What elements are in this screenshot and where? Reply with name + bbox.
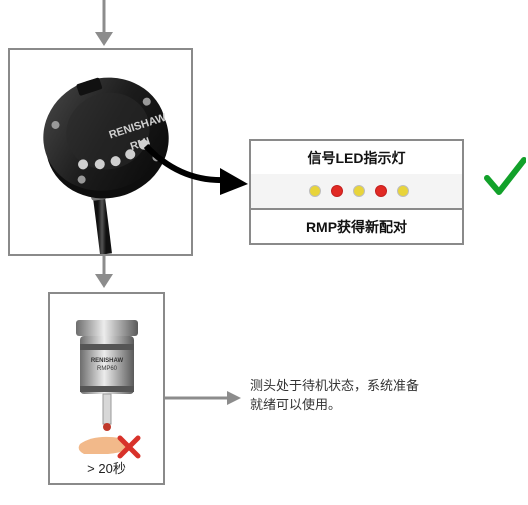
checkmark-icon: [484, 157, 526, 195]
standby-line-1: 测头处于待机状态，系统准备: [250, 378, 420, 393]
led-indicator: [397, 185, 409, 197]
probe-frame: RENISHAW RMP60 > 20秒: [48, 292, 165, 485]
flow-arrow-top: [95, 0, 113, 46]
led-indicator: [353, 185, 365, 197]
probe-model-text: RMP60: [97, 366, 118, 372]
led-indicator: [331, 185, 343, 197]
probe-illustration: RENISHAW RMP60: [76, 320, 138, 454]
receiver-frame: RENISHAW RMI: [8, 48, 193, 256]
receiver-illustration: RENISHAW RMI: [43, 77, 169, 254]
led-panel: 信号LED指示灯 RMP获得新配对: [249, 139, 464, 245]
flow-arrow-right: [165, 391, 241, 405]
flow-arrow-middle: [95, 256, 113, 288]
signal-arrow: [143, 143, 248, 195]
led-row: [251, 174, 462, 210]
standby-line-2: 就绪可以使用。: [250, 397, 342, 412]
led-indicator: [375, 185, 387, 197]
probe-brand-text: RENISHAW: [91, 358, 124, 364]
standby-caption: 测头处于待机状态，系统准备 就绪可以使用。: [250, 376, 480, 414]
cross-icon: [117, 435, 141, 459]
timer-label: > 20秒: [87, 461, 126, 476]
pairing-status-text: RMP获得新配对: [305, 218, 408, 235]
led-indicator: [309, 185, 321, 197]
led-panel-title: 信号LED指示灯: [251, 141, 462, 176]
